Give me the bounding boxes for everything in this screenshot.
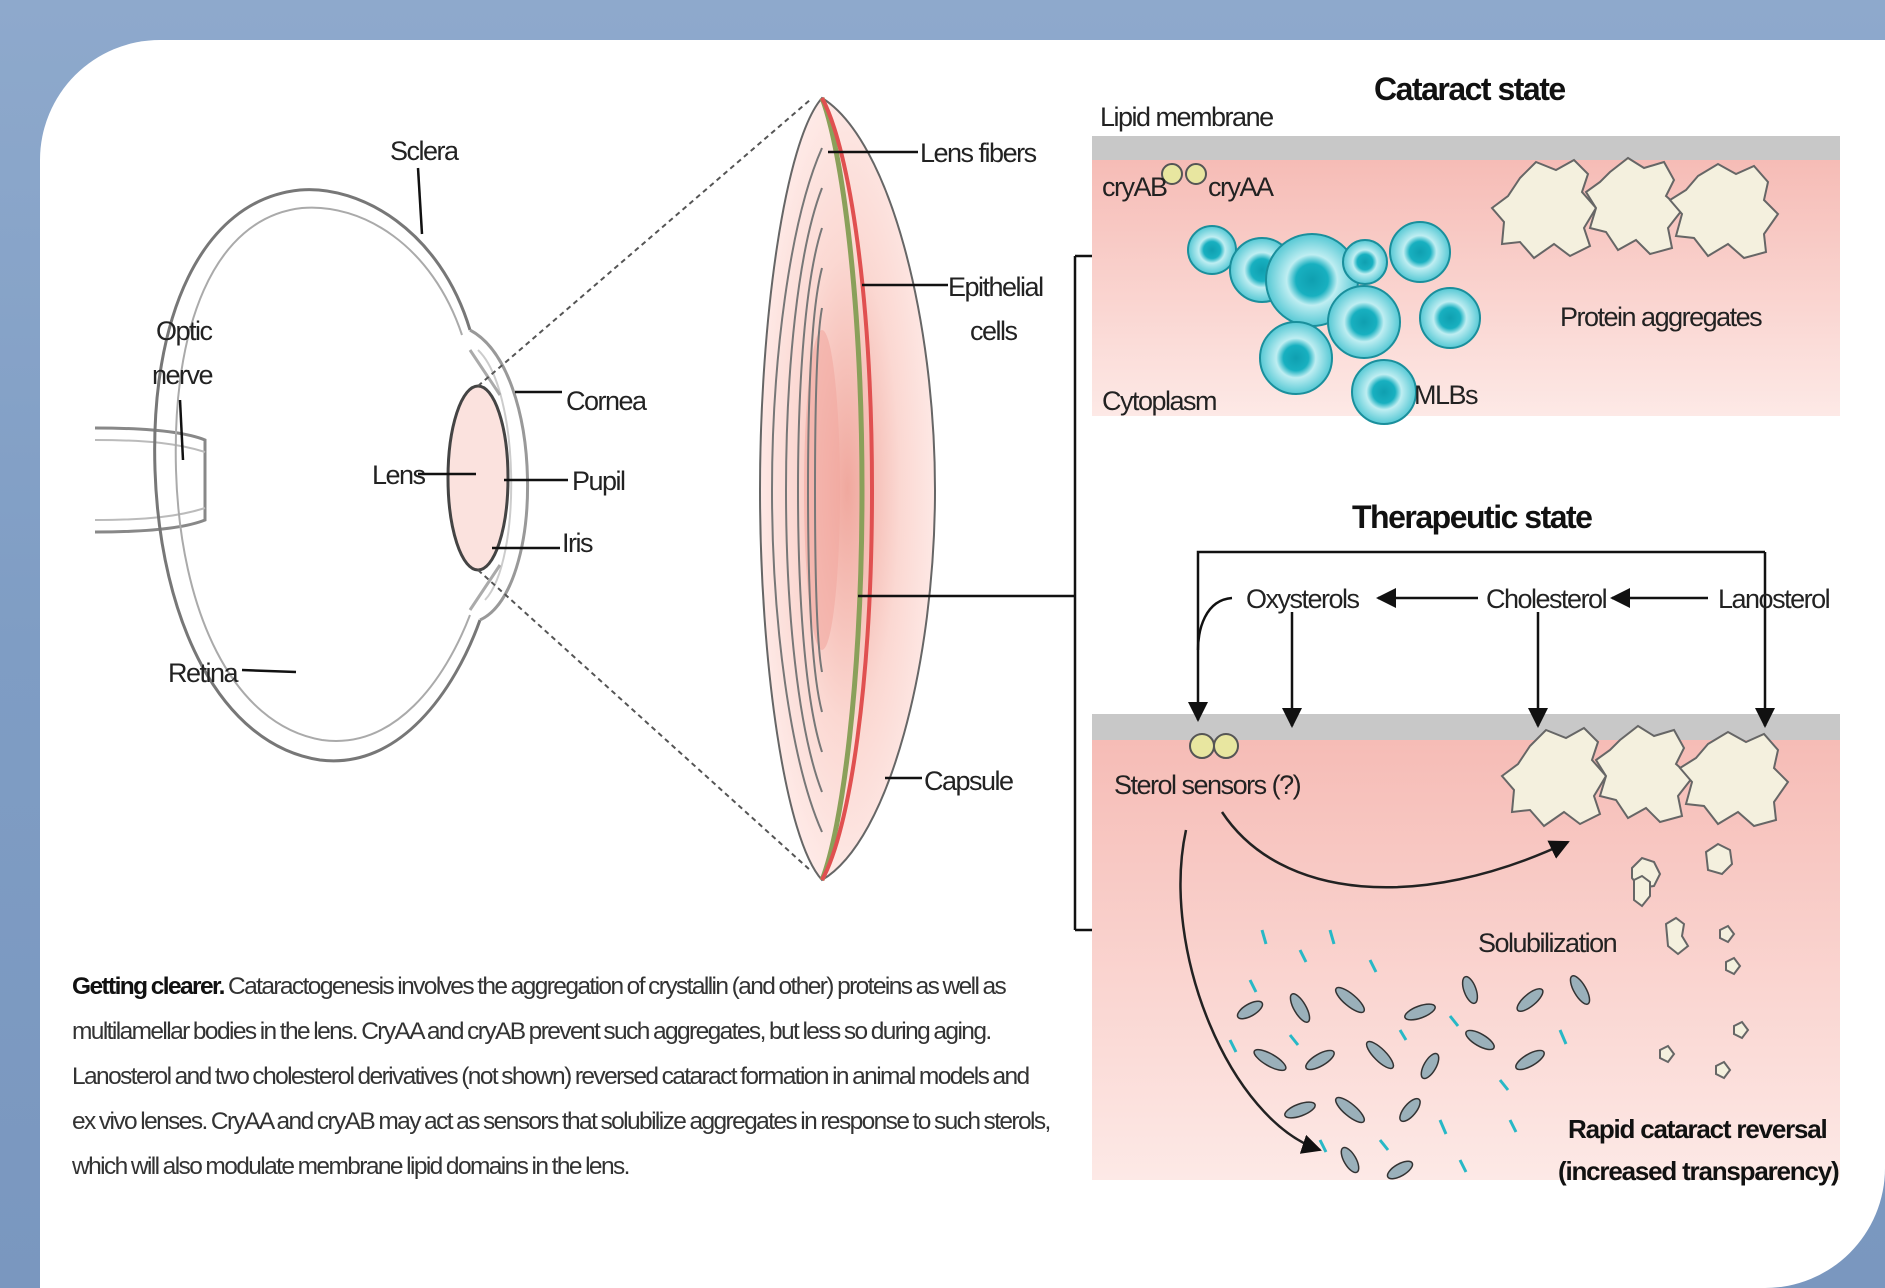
label-retina: Retina — [168, 658, 240, 688]
therapeutic-panel — [1092, 552, 1840, 1182]
label-optic-nerve-line1: Optic — [156, 316, 213, 346]
label-lipid-membrane: Lipid membrane — [1100, 102, 1273, 132]
caption-lead: Getting clearer. — [72, 973, 224, 1000]
eye-lens — [448, 386, 508, 570]
caption-text: Cataractogenesis involves the aggregatio… — [72, 973, 1050, 1180]
label-solubilization: Solubilization — [1478, 928, 1617, 958]
label-cornea: Cornea — [566, 386, 648, 416]
label-cryab: cryAB — [1102, 172, 1167, 202]
label-optic-nerve-line2: nerve — [152, 360, 213, 390]
label-lens: Lens — [372, 460, 426, 490]
label-cytoplasm: Cytoplasm — [1102, 386, 1216, 416]
label-cholesterol: Cholesterol — [1486, 584, 1607, 614]
label-protein-aggregates: Protein aggregates — [1560, 302, 1762, 332]
label-reversal-line1: Rapid cataract reversal — [1568, 1114, 1827, 1144]
eye-diagram — [95, 100, 810, 870]
label-sterol-sensors: Sterol sensors (?) — [1114, 770, 1301, 800]
label-pupil: Pupil — [572, 466, 625, 496]
lens-cross-section — [760, 98, 1118, 930]
label-capsule: Capsule — [924, 766, 1013, 796]
label-epithelial-line2: cells — [970, 316, 1018, 346]
label-iris: Iris — [562, 528, 593, 558]
label-lens-fibers: Lens fibers — [920, 138, 1037, 168]
therapeutic-title: Therapeutic state — [1352, 499, 1592, 535]
figure-caption: Getting clearer. Cataractogenesis involv… — [72, 964, 1052, 1189]
label-lanosterol: Lanosterol — [1718, 584, 1830, 614]
label-reversal-line2: (increased transparency) — [1558, 1156, 1839, 1186]
label-epithelial-line1: Epithelial — [948, 272, 1043, 302]
label-mlbs: MLBs — [1414, 380, 1478, 410]
label-cryaa: cryAA — [1208, 172, 1274, 202]
label-sclera: Sclera — [390, 136, 460, 166]
cataract-title: Cataract state — [1374, 71, 1565, 107]
label-oxysterols: Oxysterols — [1246, 584, 1360, 614]
